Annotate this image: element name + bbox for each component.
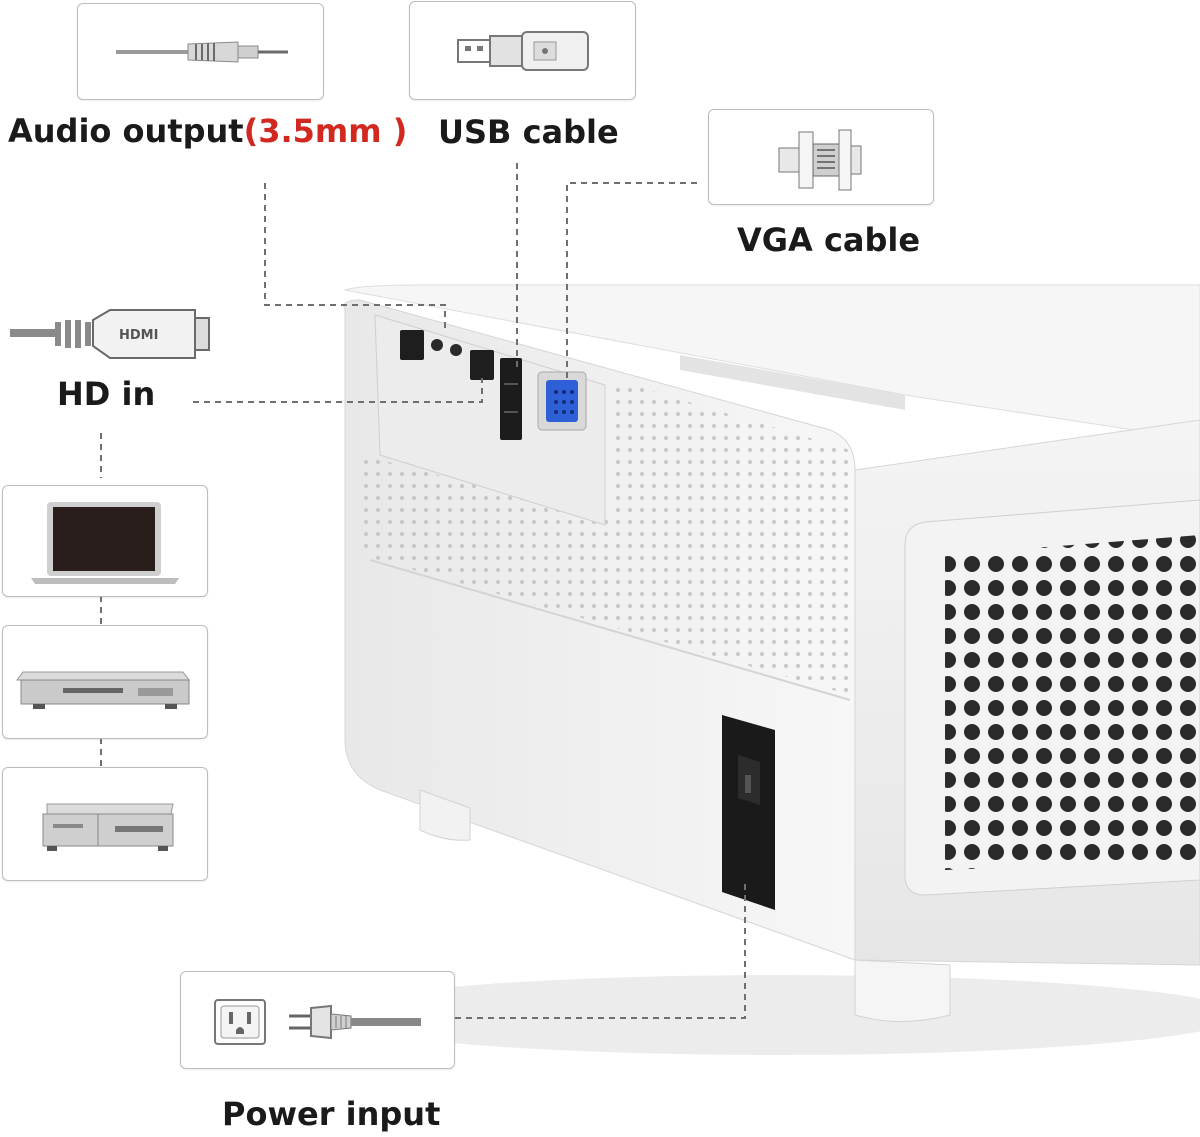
- hdmi-port-1: [400, 330, 424, 360]
- power-input-label: Power input: [222, 1095, 441, 1133]
- audio-output-label: Audio output(3.5mm ): [8, 112, 407, 150]
- usb-ports: [500, 358, 522, 440]
- laptop-box: [2, 485, 208, 597]
- vga-cable-box: [708, 109, 934, 205]
- laptop-icon: [31, 502, 179, 584]
- audio-jack: [431, 339, 462, 356]
- power-leader-line: [455, 880, 746, 1019]
- projector-foot-right: [854, 959, 951, 1022]
- hd-leader-line: [193, 378, 483, 403]
- vga-connector-icon: [778, 129, 862, 191]
- audio-leader-line: [264, 183, 446, 333]
- dvd-player-box: [2, 625, 208, 739]
- vga-cable-label: VGA cable: [737, 221, 921, 259]
- projector-foot-left: [419, 789, 471, 841]
- audio-cable-box: [77, 3, 324, 100]
- vga-port: [537, 371, 587, 431]
- hdmi-plug-text: HDMI: [119, 328, 158, 343]
- settop-box: [2, 767, 208, 881]
- usb-cable-box: [409, 1, 636, 100]
- hdmi-cable-icon: HDMI: [10, 309, 210, 359]
- audio-output-text: Audio output: [8, 112, 244, 150]
- connector-panel: [374, 314, 606, 526]
- settop-box-icon: [42, 803, 174, 851]
- usb-cable-label: USB cable: [438, 113, 619, 151]
- power-socket: [722, 715, 775, 910]
- hdmi-port-2: [470, 350, 494, 380]
- hd-in-label: HD in: [57, 375, 156, 413]
- power-plug-icon: [214, 999, 421, 1045]
- usb-stick-icon: [457, 31, 589, 71]
- audio-spec-text: (3.5mm ): [243, 112, 408, 150]
- audio-jack-icon: [116, 41, 288, 63]
- power-input-box: [180, 971, 455, 1069]
- projector-top: [343, 284, 1200, 441]
- dvd-player-icon: [16, 671, 190, 709]
